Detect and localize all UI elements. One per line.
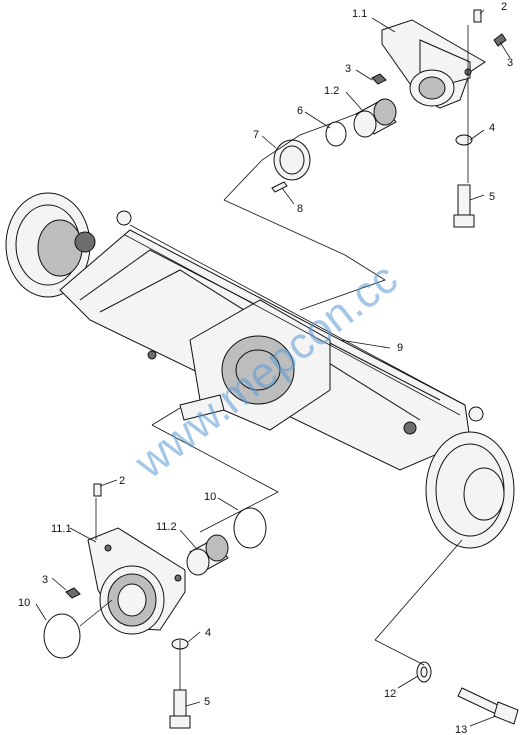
bushing-1-2 — [353, 98, 397, 138]
callout-5-top: 5 — [489, 191, 495, 203]
callout-5-bottom: 5 — [204, 696, 210, 708]
o-ring-6 — [325, 121, 347, 147]
callout-10-upper: 10 — [204, 491, 216, 503]
pin-2-top — [473, 9, 482, 23]
callout-8: 8 — [297, 203, 303, 215]
callout-3-top: 3 — [345, 63, 351, 75]
guide-lines — [79, 25, 469, 690]
callout-11-1: 11.1 — [51, 523, 72, 535]
callout-1-1: 1.1 — [352, 8, 367, 20]
callout-labels: 1.1 2 3 3 1.2 4 6 7 5 8 9 2 10 11.1 11.2… — [18, 1, 513, 735]
callout-11-2: 11.2 — [156, 521, 177, 533]
dowel-8 — [271, 181, 288, 193]
bushing-11-2 — [186, 534, 229, 576]
grease-nipple-3-top — [371, 73, 387, 85]
bolt-13 — [457, 687, 519, 725]
axle-housing-9 — [5, 192, 515, 549]
callout-2-bottom: 2 — [119, 475, 125, 487]
pin-2-bottom — [93, 483, 102, 497]
bracket-11-1 — [87, 527, 186, 635]
grease-nipple-3-right — [493, 33, 507, 47]
callout-4-top: 4 — [489, 122, 495, 134]
callout-2-top: 2 — [501, 1, 507, 13]
bolt-5-top — [453, 184, 475, 228]
callout-12: 12 — [384, 688, 396, 700]
leader-lines — [35, 9, 511, 727]
callout-3-top-right: 3 — [507, 57, 513, 69]
bracket-1-1 — [381, 19, 486, 109]
thrust-washer-7 — [273, 139, 311, 181]
callout-1-2: 1.2 — [324, 85, 339, 97]
o-ring-10-lower — [43, 613, 81, 659]
callout-6: 6 — [297, 105, 303, 117]
o-ring-10-upper — [233, 507, 267, 549]
callout-3-bottom: 3 — [42, 574, 48, 586]
callout-4-bottom: 4 — [205, 627, 211, 639]
callout-10-lower: 10 — [18, 597, 30, 609]
grease-nipple-3-bottom — [65, 587, 81, 599]
washer-12 — [416, 661, 432, 683]
washer-4-top — [455, 134, 473, 146]
callout-9: 9 — [397, 342, 403, 354]
callout-7: 7 — [253, 129, 259, 141]
bolt-5-bottom — [169, 689, 191, 729]
callout-13: 13 — [455, 724, 467, 735]
